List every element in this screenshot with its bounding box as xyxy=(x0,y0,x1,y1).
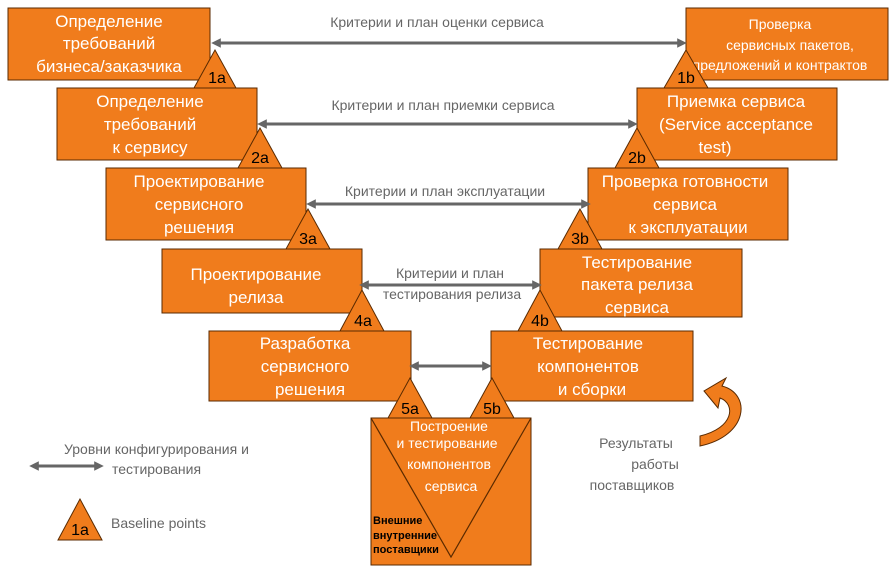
svg-text:5b: 5b xyxy=(483,401,501,418)
connector-acceptance-label: Критерии и план приемки сервиса xyxy=(331,97,554,113)
bottom-line-4: сервиса xyxy=(425,478,478,494)
stage-1a-line-3: бизнеса/заказчика xyxy=(36,57,182,76)
stage-solution-design: Проектирование сервисного решения xyxy=(105,167,307,241)
stage-5a-line-1: Разработка xyxy=(260,334,351,353)
stage-3b-line-3: к эксплуатации xyxy=(628,218,747,237)
baseline-point-2a: 2a xyxy=(237,126,283,169)
stage-component-build-test: Построение и тестирование компонентов се… xyxy=(370,417,532,566)
curved-arrow-icon xyxy=(699,376,742,447)
stage-3a-line-1: Проектирование xyxy=(133,172,264,191)
connector-operation: Критерии и план эксплуатации xyxy=(306,183,591,209)
stage-2a-line-3: к сервису xyxy=(112,138,188,157)
baseline-point-1a: 1a xyxy=(193,48,237,89)
bottom-line-1: Построение xyxy=(410,418,488,434)
stage-service-requirements: Определение требований к сервису xyxy=(56,87,258,161)
baseline-point-2b: 2b xyxy=(614,126,660,169)
stage-1b-line-3: предложений и контрактов xyxy=(693,57,868,73)
stage-4a-line-1: Проектирование xyxy=(190,265,321,284)
svg-text:Результаты: Результаты xyxy=(599,435,673,451)
svg-text:1b: 1b xyxy=(677,70,695,87)
stage-release-package-test: Тестирование пакета релиза сервиса xyxy=(539,248,743,318)
svg-text:1a: 1a xyxy=(208,70,226,87)
stage-component-test: Тестирование компонентов и сборки xyxy=(490,330,694,402)
connector-release-test: Критерии и план тестирования релиза xyxy=(359,265,542,302)
svg-text:3a: 3a xyxy=(299,231,317,248)
stage-3a-line-3: решения xyxy=(164,218,234,237)
stage-1a-line-1: Определение xyxy=(55,12,163,31)
svg-text:4b: 4b xyxy=(531,313,549,330)
stage-3b-line-2: сервиса xyxy=(653,195,717,214)
baseline-point-5a: 5a xyxy=(387,376,433,419)
svg-text:работы: работы xyxy=(631,456,679,472)
svg-text:поставщиков: поставщиков xyxy=(590,477,675,493)
legend: Уровни конфигурирования и тестирования 1… xyxy=(29,441,249,541)
svg-text:5a: 5a xyxy=(401,401,419,418)
stage-1a-line-2: требований xyxy=(63,34,155,53)
stage-4a-line-2: релиза xyxy=(228,288,284,307)
connector-release-test-label-2: тестирования релиза xyxy=(383,286,521,302)
stage-1b-line-1: Проверка xyxy=(749,16,812,32)
connector-release-test-label-1: Критерии и план xyxy=(396,265,504,281)
connector-evaluation: Критерии и план оценки сервиса xyxy=(211,14,687,48)
svg-text:2a: 2a xyxy=(251,150,269,167)
stage-release-design: Проектирование релиза xyxy=(161,248,363,314)
legend-levels-line-1: Уровни конфигурирования и xyxy=(64,441,249,457)
stage-5a-line-3: решения xyxy=(275,380,345,399)
legend-levels-line-2: тестирования xyxy=(112,461,201,477)
bottom-line-2: и тестирование xyxy=(397,435,498,451)
stage-5b-line-3: и сборки xyxy=(558,380,626,399)
svg-text:4a: 4a xyxy=(354,313,372,330)
stage-solution-development: Разработка сервисного решения xyxy=(208,330,412,402)
stage-4b-line-2: пакета релиза xyxy=(581,275,694,294)
suppliers-line-1: Внешние xyxy=(373,515,422,527)
stage-operational-readiness: Проверка готовности сервиса к эксплуатац… xyxy=(587,167,789,241)
stage-3a-line-2: сервисного xyxy=(155,195,244,214)
stage-2a-line-1: Определение xyxy=(96,92,204,111)
supplier-results-label: Результаты работы поставщиков xyxy=(590,435,679,493)
legend-baseline-symbol: 1a xyxy=(71,522,89,539)
stage-4b-line-1: Тестирование xyxy=(582,253,692,272)
stage-2b-line-1: Приемка сервиса xyxy=(667,92,806,111)
suppliers-line-2: внутренние xyxy=(373,530,437,542)
stage-business-requirements: Определение требований бизнеса/заказчика xyxy=(7,7,211,81)
stage-2b-line-3: test) xyxy=(698,138,731,157)
stage-5a-line-2: сервисного xyxy=(261,357,350,376)
stage-4b-line-3: сервиса xyxy=(605,298,669,317)
stage-service-package-check: Проверка сервисных пакетов, предложений … xyxy=(685,7,889,81)
baseline-point-4b: 4b xyxy=(517,288,563,332)
svg-text:2b: 2b xyxy=(628,150,646,167)
connector-operation-label: Критерии и план эксплуатации xyxy=(345,183,545,199)
bottom-line-3: компонентов xyxy=(407,456,491,472)
baseline-point-4a: 4a xyxy=(339,288,385,332)
stage-2a-line-2: требований xyxy=(104,115,196,134)
stage-3b-line-1: Проверка готовности xyxy=(602,172,768,191)
suppliers-line-3: поставщики xyxy=(373,544,439,556)
baseline-triangle-icon xyxy=(57,497,103,541)
baseline-point-3b: 3b xyxy=(557,207,603,250)
baseline-point-1b: 1b xyxy=(663,49,709,89)
legend-baseline-label: Baseline points xyxy=(111,515,206,531)
stage-5b-line-1: Тестирование xyxy=(533,334,643,353)
baseline-point-3a: 3a xyxy=(285,207,331,250)
stage-5b-line-2: компонентов xyxy=(537,357,639,376)
connector-evaluation-label: Критерии и план оценки сервиса xyxy=(330,14,544,30)
baseline-point-5b: 5b xyxy=(469,376,515,419)
connector-acceptance: Критерии и план приемки сервиса xyxy=(257,97,638,129)
stage-2b-line-2: (Service acceptance xyxy=(659,115,813,134)
stage-1b-line-2: сервисных пакетов, xyxy=(726,37,854,53)
svg-text:3b: 3b xyxy=(571,231,589,248)
stage-service-acceptance: Приемка сервиса (Service acceptance test… xyxy=(636,87,838,161)
